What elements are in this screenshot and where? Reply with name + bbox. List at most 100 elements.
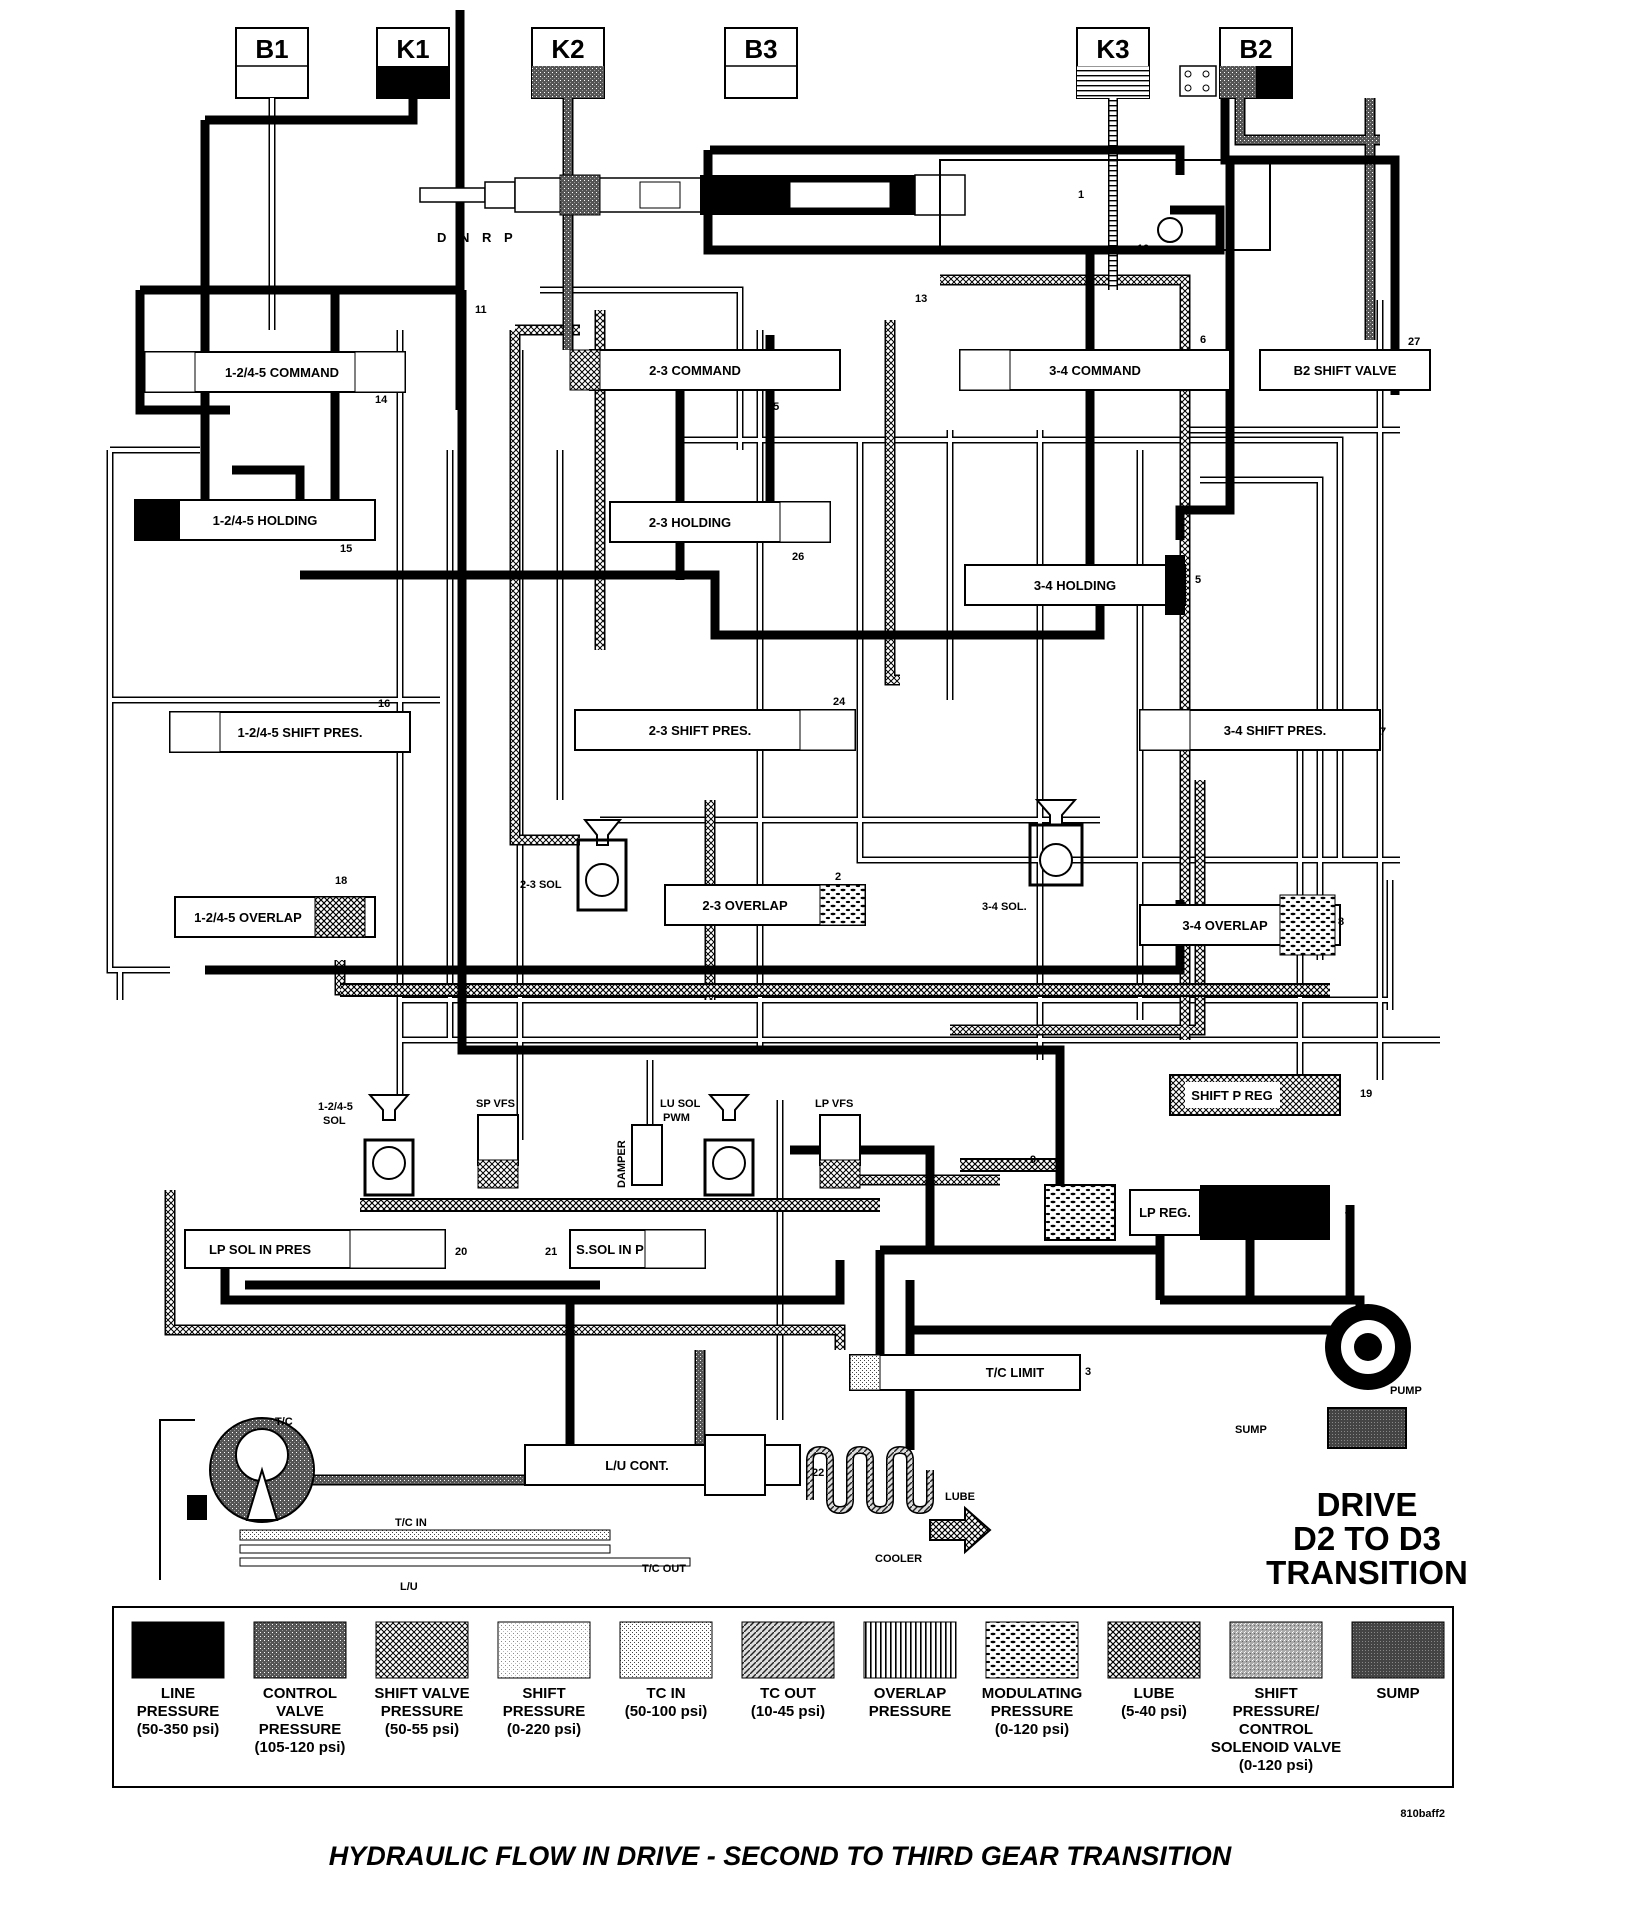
valve-23-holding: 2-3 HOLDING (609, 501, 831, 543)
valve-23-command-label: 2-3 COMMAND (649, 363, 741, 378)
solenoid-lu-pwm: LU SOL PWM (660, 1094, 755, 1197)
legend-label-shiftsol: (0-120 psi) (1239, 1757, 1313, 1774)
ref-8: 8 (1338, 916, 1344, 928)
valve-34-shift: 3-4 SHIFT PRES. (1139, 709, 1381, 751)
valve-34-holding: 3-4 HOLDING (964, 555, 1186, 615)
ref-10: 10 (1137, 243, 1149, 255)
clutch-k1-label: K1 (396, 34, 429, 64)
state-title: DRIVE D2 TO D3 TRANSITION (1266, 1486, 1468, 1591)
legend-label-modulating: PRESSURE (991, 1703, 1074, 1720)
solenoid-lp-vfs-label: LP VFS (815, 1098, 853, 1110)
legend-label-tcout: (10-45 psi) (751, 1703, 825, 1720)
ref-27: 27 (1408, 336, 1420, 348)
ref-19: 19 (1360, 1088, 1372, 1100)
legend-label-shiftvalve: (50-55 psi) (385, 1721, 459, 1738)
ref-9: 9 (1030, 1154, 1036, 1166)
clutch-k3-label: K3 (1096, 34, 1129, 64)
clutch-b1-label: B1 (255, 34, 288, 64)
legend-swatch-modulating (985, 1621, 1079, 1679)
solenoid-1245: 1-2/4-5 SOL (318, 1094, 415, 1197)
valve-1245-holding-label: 1-2/4-5 HOLDING (213, 513, 318, 528)
legend-label-sump: SUMP (1376, 1685, 1419, 1702)
ref-16: 16 (378, 698, 390, 710)
ref-5: 5 (1195, 574, 1201, 586)
solenoid-sp-vfs-label: SP VFS (476, 1098, 515, 1110)
valve-lp-sol-in: LP SOL IN PRES (184, 1229, 446, 1269)
ref-4: 4 (1345, 1206, 1352, 1218)
torque-converter: T/C T/C IN T/C OUT L/U (159, 1416, 691, 1593)
tc-out-label: T/C OUT (642, 1563, 686, 1575)
ref-2: 2 (835, 871, 841, 883)
solenoid-sp-vfs: SP VFS (476, 1098, 519, 1189)
legend-swatch-line (131, 1621, 225, 1679)
valve-23-holding-label: 2-3 HOLDING (649, 515, 731, 530)
valve-s-sol-in-label: S.SOL IN P (576, 1242, 644, 1257)
manual-valve: D N R P (419, 159, 1271, 251)
legend-label-shift: (0-220 psi) (507, 1721, 581, 1738)
ref-22: 22 (812, 1467, 824, 1479)
legend-label-shiftvalve: PRESSURE (381, 1703, 464, 1720)
solenoid-23-label: 2-3 SOL (520, 879, 562, 891)
solenoid-lu-label-1: LU SOL (660, 1098, 701, 1110)
ref-18: 18 (335, 875, 347, 887)
figure-code: 810baff2 (1400, 1808, 1445, 1820)
converter-pump-cooler: T/C T/C IN T/C OUT L/U LUBE COOLER PUMP … (159, 1304, 1422, 1593)
valve-34-shift-label: 3-4 SHIFT PRES. (1224, 723, 1327, 738)
legend-label-modulating: (0-120 psi) (995, 1721, 1069, 1738)
legend-label-shiftsol: PRESSURE/ (1233, 1703, 1321, 1720)
ref-3: 3 (1085, 1366, 1091, 1378)
legend-swatch-sump (1351, 1621, 1445, 1679)
legend-item-tcout: TC OUT(10-45 psi) (741, 1621, 835, 1720)
solenoids: 2-3 SOL 3-4 SOL. 1-2/4-5 SOL SP VFS LU S… (318, 799, 1084, 1197)
legend-label-line: (50-350 psi) (137, 1721, 220, 1738)
clutch-b2-label: B2 (1239, 34, 1272, 64)
valve-b2-shift-label: B2 SHIFT VALVE (1294, 363, 1397, 378)
lube-label: LUBE (945, 1491, 975, 1503)
solenoid-1245-label-2: SOL (323, 1115, 346, 1127)
damper-label: DAMPER (616, 1140, 628, 1188)
ref-14: 14 (375, 394, 388, 406)
valve-lu-cont: L/U CONT. (524, 1434, 801, 1496)
legend-label-shiftsol: CONTROL (1239, 1721, 1313, 1738)
legend-item-tcin: TC IN(50-100 psi) (619, 1621, 713, 1720)
legend-label-shiftvalve: SHIFT VALVE (374, 1685, 469, 1702)
valve-shift-p-reg-label: SHIFT P REG (1191, 1088, 1272, 1103)
valve-s-sol-in: S.SOL IN P (569, 1229, 706, 1269)
solenoid-34: 3-4 SOL. (982, 799, 1084, 913)
valve-23-overlap: 2-3 OVERLAP (664, 884, 866, 926)
legend-label-control: CONTROL (263, 1685, 337, 1702)
valve-1245-holding: 1-2/4-5 HOLDING (134, 499, 376, 541)
clutch-k3: K3 (1076, 27, 1150, 99)
valve-23-overlap-label: 2-3 OVERLAP (702, 898, 788, 913)
figure-caption: HYDRAULIC FLOW IN DRIVE - SECOND TO THIR… (329, 1841, 1232, 1871)
legend-label-shiftsol: SHIFT (1254, 1685, 1297, 1702)
valve-tc-limit: T/C LIMIT (849, 1354, 1081, 1391)
tc-label: T/C (275, 1416, 293, 1428)
valve-1245-overlap: 1-2/4-5 OVERLAP (174, 896, 376, 938)
valve-lp-sol-in-label: LP SOL IN PRES (209, 1242, 311, 1257)
damper: DAMPER (616, 1124, 663, 1188)
ref-6: 6 (1200, 334, 1206, 346)
solenoid-23: 2-3 SOL (520, 819, 628, 912)
valve-lu-cont-label: L/U CONT. (605, 1458, 669, 1473)
valve-lp-reg-label: LP REG. (1139, 1205, 1191, 1220)
valve-shift-p-reg: SHIFT P REG (1169, 1074, 1341, 1116)
ref-21: 21 (545, 1246, 557, 1258)
valve-34-holding-label: 3-4 HOLDING (1034, 578, 1116, 593)
solenoid-lp-vfs: LP VFS (815, 1098, 861, 1189)
legend-label-control: PRESSURE (259, 1721, 342, 1738)
legend-label-overlap: PRESSURE (869, 1703, 952, 1720)
legend-item-lube: LUBE(5-40 psi) (1107, 1621, 1201, 1720)
manual-position-n: N (460, 230, 469, 245)
legend-swatch-shift (497, 1621, 591, 1679)
legend-label-control: VALVE (276, 1703, 324, 1720)
legend-swatch-shiftsol (1229, 1621, 1323, 1679)
legend-label-lube: (5-40 psi) (1121, 1703, 1187, 1720)
clutch-b3: B3 (724, 27, 798, 99)
valve-34-overlap: 3-4 OVERLAP (1139, 894, 1341, 956)
pump: PUMP (1325, 1304, 1422, 1397)
